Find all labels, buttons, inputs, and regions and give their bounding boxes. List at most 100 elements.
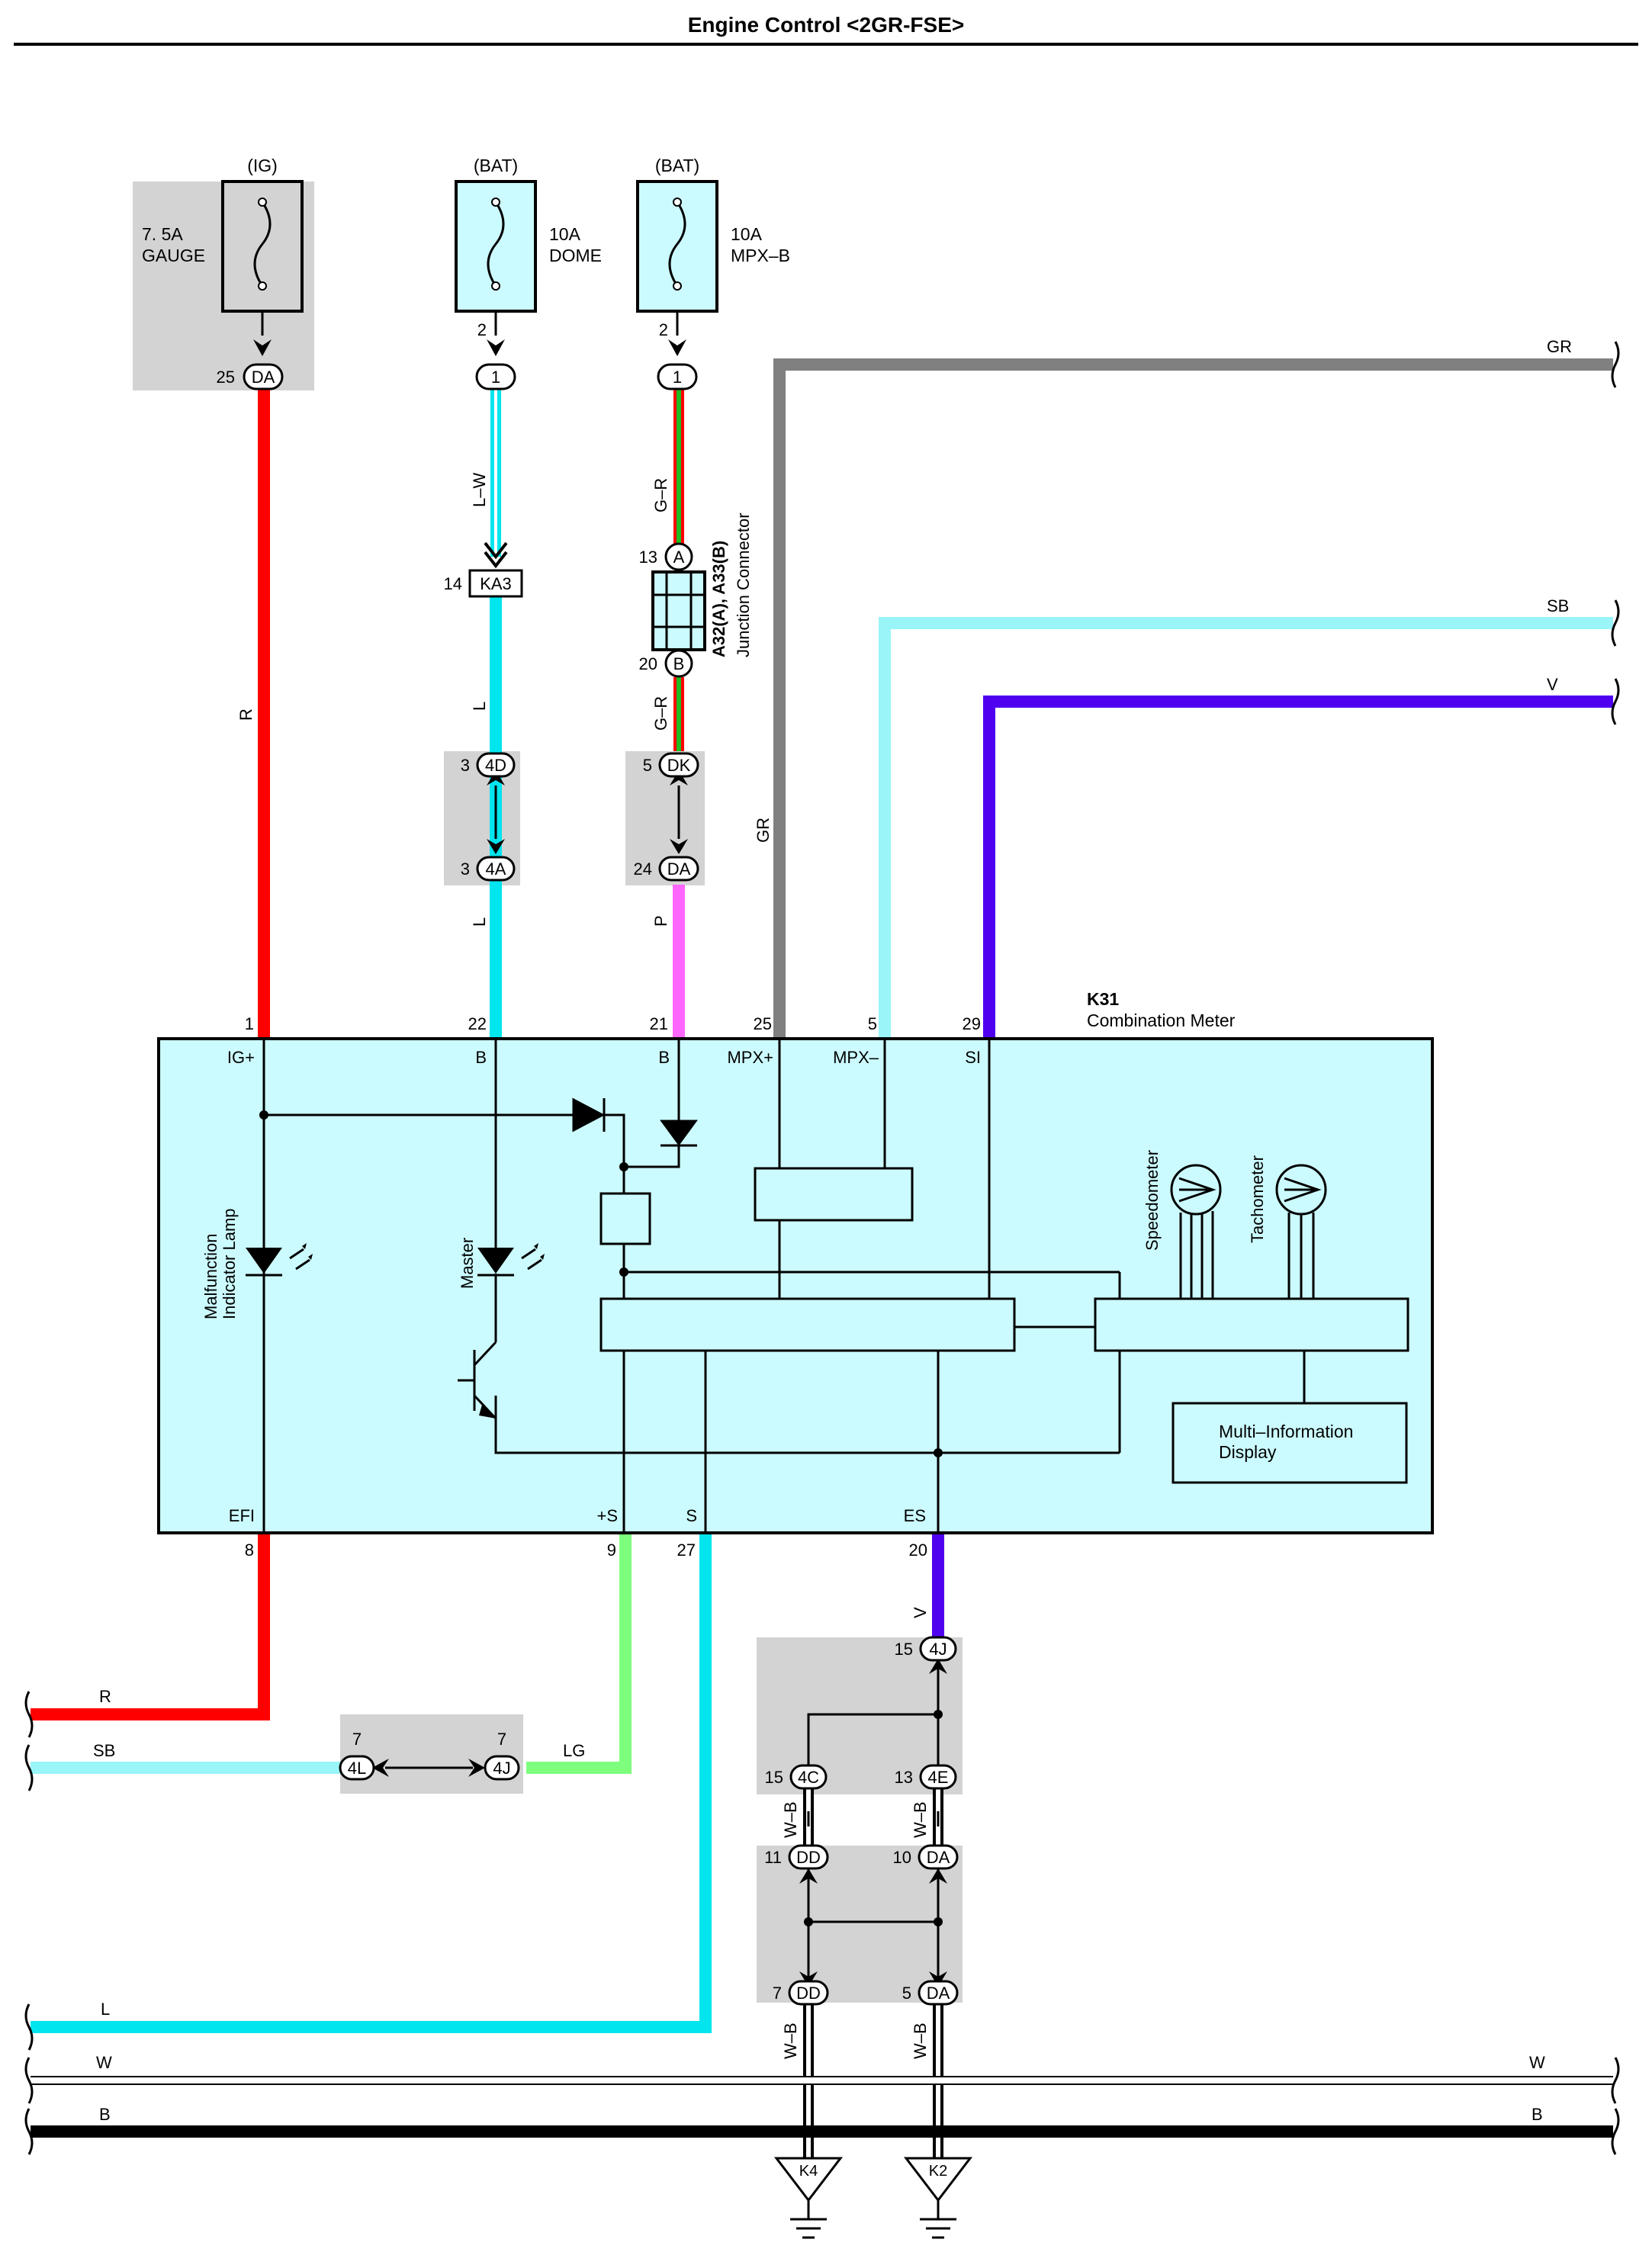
svg-text:LG: LG <box>563 1741 585 1760</box>
master-lamp-icon <box>477 1243 545 1277</box>
svg-text:5: 5 <box>902 1984 911 2003</box>
svg-text:K2: K2 <box>929 2163 947 2180</box>
connector-dd-bottom: DD 7 <box>773 1980 829 2006</box>
pin-name: B <box>475 1048 487 1067</box>
ground-k2: K2 <box>903 2157 973 2239</box>
svg-text:MPX–B: MPX–B <box>731 246 790 265</box>
wire-l-bottom <box>31 1533 712 2033</box>
svg-text:7. 5A: 7. 5A <box>142 224 183 244</box>
junction-dots <box>259 1110 943 1457</box>
combination-meter: K31 Combination Meter 1 22 21 25 5 29 IG… <box>157 989 1434 1560</box>
connector-4c: 4C 15 <box>765 1764 828 1790</box>
svg-text:DK: DK <box>667 756 691 775</box>
svg-text:P: P <box>651 915 670 927</box>
connector-4l: 4L 7 <box>339 1730 375 1781</box>
connector-dome-1: 1 2 <box>475 320 516 390</box>
pin-num: 29 <box>963 1014 981 1033</box>
svg-text:10: 10 <box>893 1848 911 1867</box>
ground-k4: K4 <box>773 2157 844 2239</box>
connector-4j-top: 4J 15 <box>895 1636 957 1662</box>
meter-diodes <box>572 1097 698 1147</box>
svg-text:4D: 4D <box>485 756 506 775</box>
svg-text:W: W <box>1529 2053 1545 2072</box>
svg-text:DD: DD <box>796 1848 821 1867</box>
svg-text:Malfunction: Malfunction <box>201 1233 220 1319</box>
svg-text:V: V <box>911 1607 930 1618</box>
fuse-gauge: (IG) 7. 5A GAUGE <box>142 156 304 336</box>
speedometer-icon <box>1170 1164 1222 1299</box>
svg-text:Combination Meter: Combination Meter <box>1087 1010 1236 1030</box>
svg-text:15: 15 <box>895 1640 913 1659</box>
svg-text:(BAT): (BAT) <box>655 156 699 175</box>
connector-ka3: KA3 14 <box>444 569 523 598</box>
svg-text:13: 13 <box>895 1768 913 1787</box>
svg-text:4J: 4J <box>929 1640 947 1659</box>
pin-name: SI <box>965 1048 981 1067</box>
pin-name: MPX– <box>833 1048 879 1067</box>
svg-text:W–B: W–B <box>911 2022 930 2059</box>
svg-text:Tachometer: Tachometer <box>1248 1155 1267 1243</box>
svg-text:L: L <box>470 917 489 927</box>
pin-name: EFI <box>229 1506 255 1525</box>
svg-text:R: R <box>236 708 256 721</box>
svg-text:3: 3 <box>461 756 470 775</box>
svg-text:KA3: KA3 <box>480 574 512 593</box>
connector-4e: 4E 13 <box>895 1764 957 1790</box>
svg-text:4E: 4E <box>928 1768 949 1787</box>
svg-text:4L: 4L <box>348 1759 366 1778</box>
svg-text:R: R <box>99 1687 111 1706</box>
svg-text:1: 1 <box>491 368 500 387</box>
pin-num: 5 <box>868 1014 877 1033</box>
svg-text:W–B: W–B <box>911 1801 930 1838</box>
pin-name: ES <box>904 1506 926 1525</box>
svg-text:11: 11 <box>764 1848 782 1867</box>
pin-name: +S <box>596 1506 618 1525</box>
svg-text:SB: SB <box>93 1741 115 1760</box>
svg-text:Multi–Information: Multi–Information <box>1219 1422 1353 1441</box>
svg-text:7: 7 <box>352 1730 362 1749</box>
tachometer-icon <box>1275 1164 1327 1299</box>
svg-text:GR: GR <box>1547 337 1572 356</box>
svg-text:25: 25 <box>217 368 235 387</box>
svg-text:5: 5 <box>643 756 652 775</box>
svg-text:DA: DA <box>927 1848 950 1867</box>
connector-4a: 4A 3 <box>461 856 516 882</box>
pin-num: 21 <box>650 1014 668 1033</box>
svg-text:2: 2 <box>477 320 487 339</box>
svg-text:Junction Connector: Junction Connector <box>734 512 753 657</box>
svg-text:4J: 4J <box>493 1759 510 1778</box>
svg-text:DOME: DOME <box>549 246 602 265</box>
svg-text:K31: K31 <box>1087 989 1119 1009</box>
svg-text:13: 13 <box>639 548 657 567</box>
break-marks <box>24 341 1620 2155</box>
svg-text:W–B: W–B <box>781 2022 800 2059</box>
svg-text:L: L <box>470 702 489 711</box>
svg-text:GR: GR <box>754 818 773 843</box>
svg-text:L–W: L–W <box>470 473 489 507</box>
svg-text:Speedometer: Speedometer <box>1143 1150 1162 1251</box>
svg-text:G–R: G–R <box>651 696 670 731</box>
pin-name: B <box>658 1048 670 1067</box>
fuse-dome: (BAT) 10A DOME <box>455 156 602 336</box>
pin-num: 25 <box>754 1014 772 1033</box>
connector-dk: DK 5 <box>643 752 699 778</box>
svg-text:3: 3 <box>461 859 470 879</box>
connector-4j-lg: 4J 7 <box>484 1730 520 1781</box>
svg-text:DA: DA <box>927 1984 950 2003</box>
svg-text:Master: Master <box>458 1238 477 1289</box>
fuse-mpx-b: (BAT) 10A MPX–B <box>636 156 790 336</box>
svg-text:GAUGE: GAUGE <box>142 246 205 265</box>
svg-text:24: 24 <box>634 859 652 879</box>
splice-dots <box>804 1710 943 1926</box>
pin-name: MPX+ <box>727 1048 773 1067</box>
page-title: Engine Control <2GR-FSE> <box>688 13 964 37</box>
pin-num: 8 <box>245 1541 254 1560</box>
svg-text:Indicator Lamp: Indicator Lamp <box>220 1208 239 1319</box>
svg-text:SB: SB <box>1547 596 1569 615</box>
svg-text:V: V <box>1547 675 1558 694</box>
connector-mpx-1: 1 2 <box>657 320 698 390</box>
svg-text:(IG): (IG) <box>247 156 278 175</box>
connector-da-b1: DA 10 <box>893 1844 959 1870</box>
svg-text:7: 7 <box>497 1730 506 1749</box>
